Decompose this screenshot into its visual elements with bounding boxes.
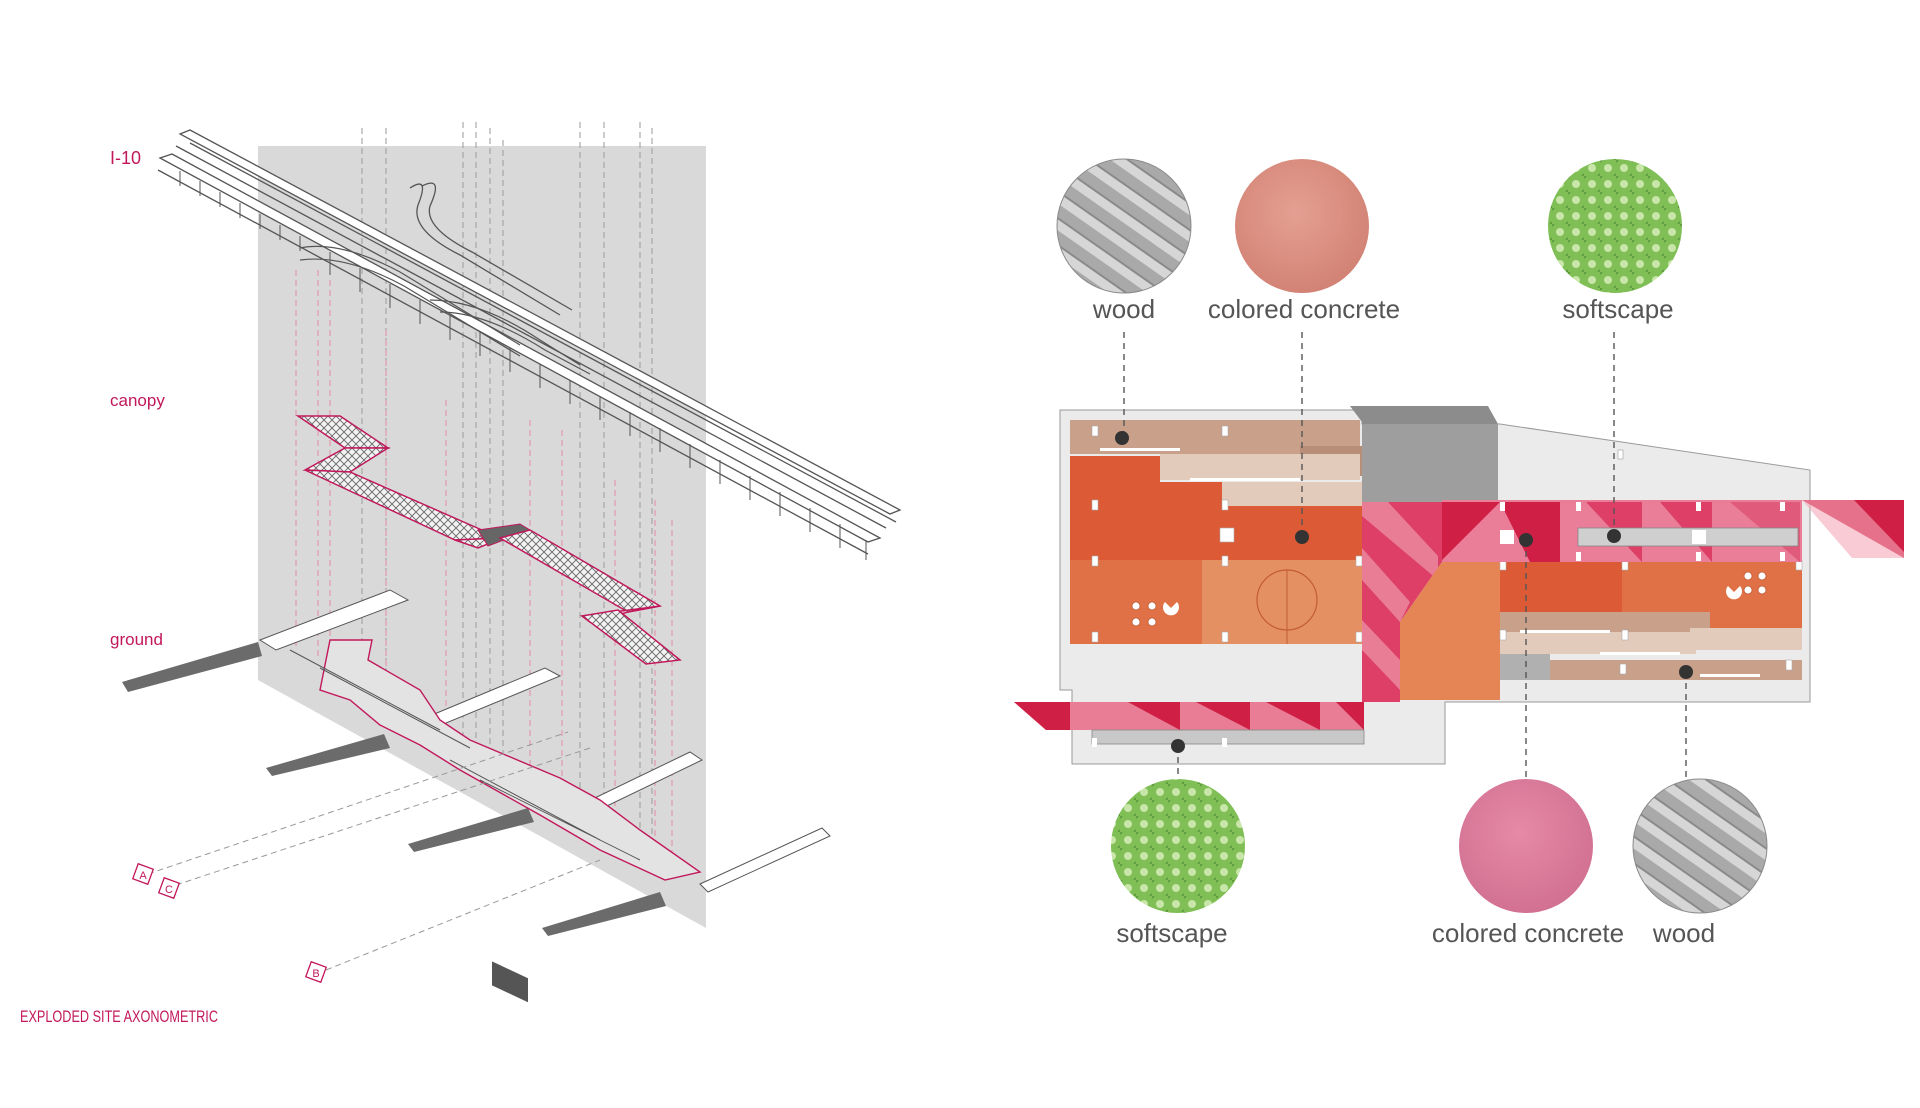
level-label-i10: I-10: [110, 148, 141, 168]
i10-highway: [157, 129, 902, 560]
swatch-softscape-bottom: [1111, 779, 1245, 913]
swatch-wood-bottom: [1632, 778, 1768, 914]
swatch-colored-concrete-top: [1235, 159, 1369, 293]
plan-left-block: [1070, 420, 1363, 644]
material-label-wood-top: wood: [1092, 294, 1155, 324]
section-marker-b: B: [304, 960, 328, 984]
level-label-ground: ground: [110, 630, 163, 649]
material-label-softscape-top: softscape: [1562, 294, 1673, 324]
material-label-softscape-bottom: softscape: [1116, 918, 1227, 948]
section-lines: [147, 731, 601, 971]
exploded-axonometric: A C B I-10 canopy ground EXPLODED SITE A…: [20, 122, 902, 1026]
level-label-canopy: canopy: [110, 391, 165, 410]
plan-bottom-strip: [1014, 702, 1365, 747]
leader-dots: [1115, 431, 1693, 753]
section-marker-b-label: B: [312, 968, 319, 980]
plan-right-strip: [1442, 449, 1904, 562]
section-marker-c-label: C: [165, 884, 173, 896]
swatch-wood-top: [1056, 158, 1192, 294]
section-marker-a-label: A: [139, 870, 147, 882]
material-label-colored-concrete-top: colored concrete: [1208, 294, 1400, 324]
diagram-caption: EXPLODED SITE AXONOMETRIC: [20, 1007, 218, 1026]
material-plan: wood colored concrete softscape softscap…: [1014, 158, 1904, 948]
section-marker-c: C: [157, 876, 181, 900]
material-label-wood-bottom: wood: [1652, 918, 1715, 948]
material-label-colored-concrete-bottom: colored concrete: [1432, 918, 1624, 948]
projection-lines-gray: [361, 122, 653, 840]
swatch-colored-concrete-bottom: [1459, 779, 1593, 913]
plan-pink-path: [1362, 502, 1442, 702]
section-marker-a: A: [131, 862, 155, 886]
ground-level: [122, 589, 831, 1003]
plan-right-block: [1400, 559, 1803, 700]
canopy-structure: [295, 415, 682, 665]
swatch-softscape-top: [1548, 159, 1682, 293]
